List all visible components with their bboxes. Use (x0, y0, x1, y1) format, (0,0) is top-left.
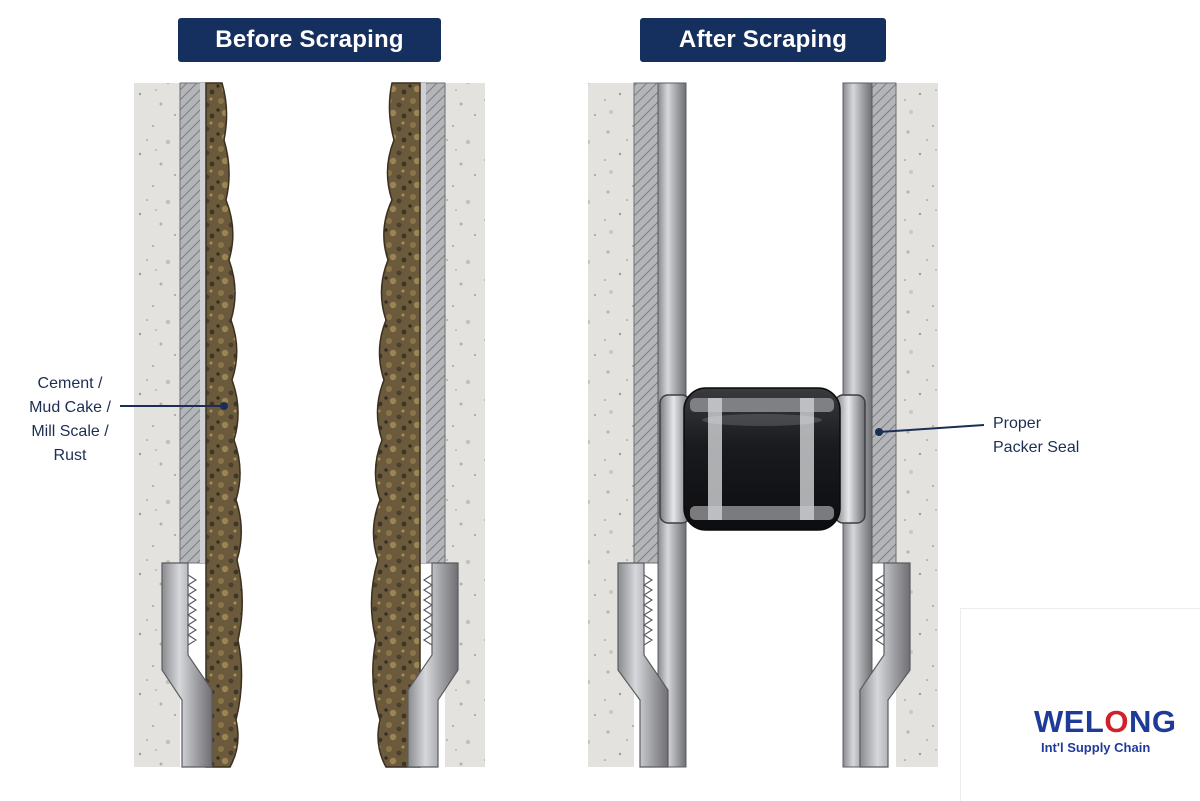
packer-tool (659, 387, 866, 531)
callout-line: Mud Cake / (29, 399, 111, 416)
coupling-left (161, 562, 213, 768)
packer-highlight (702, 414, 822, 426)
welong-logo: WELONG (1034, 704, 1177, 739)
debris-buildup-left (205, 82, 243, 768)
casing-wall-left-after (633, 82, 659, 564)
thread-right (422, 574, 434, 646)
packer-band-bottom (690, 506, 834, 520)
callout-line: Mill Scale / (31, 423, 109, 440)
callout-line: Packer Seal (993, 439, 1080, 456)
callout-leader-left (120, 402, 228, 410)
packer-band-top (690, 398, 834, 412)
coupling-left-after (617, 562, 669, 768)
before-panel (134, 82, 485, 768)
logo-panel (960, 608, 1200, 801)
after-panel (588, 82, 938, 768)
thread-left-after (642, 574, 654, 646)
packer-rib-left (708, 398, 722, 520)
debris-callout-label: Cement / Mud Cake / Mill Scale / Rust (10, 372, 130, 468)
before-scraping-title: Before Scraping (178, 18, 441, 62)
thread-left (186, 574, 198, 646)
debris-buildup-right (370, 82, 421, 768)
callout-line: Cement / (37, 375, 103, 392)
coupling-right (407, 562, 459, 768)
casing-liner-left (200, 83, 206, 563)
logo-subtitle: Int'l Supply Chain (1041, 740, 1151, 755)
callout-leader-right (875, 424, 985, 436)
casing-wall-right-after (871, 82, 897, 564)
coupling-right-after (859, 562, 911, 768)
packer-seal-callout-label: Proper Packer Seal (993, 412, 1079, 460)
after-scraping-title: After Scraping (640, 18, 886, 62)
callout-line: Rust (53, 447, 87, 464)
thread-right-after (874, 574, 886, 646)
packer-rib-right (800, 398, 814, 520)
casing-liner-right (420, 83, 426, 563)
callout-line: Proper (993, 415, 1042, 432)
